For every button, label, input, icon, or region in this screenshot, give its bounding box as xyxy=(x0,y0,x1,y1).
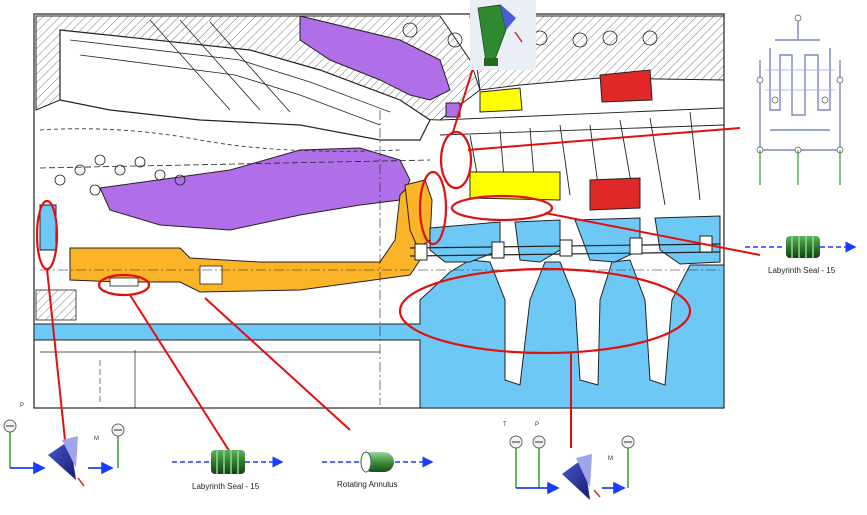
left-gauge-set xyxy=(3,419,125,487)
labyrinth-seal-right-label: Labyrinth Seal - 15 xyxy=(768,266,836,275)
cross-section-drawing xyxy=(33,13,725,409)
callout-rotating-cavity xyxy=(398,267,692,355)
gauge-letter-m-right: M xyxy=(608,456,613,462)
callout-ellipses xyxy=(35,130,692,355)
preswirl-nozzle-icon xyxy=(470,0,536,70)
right-gauge-set xyxy=(509,435,635,500)
labyrinth-seal-bottom-label: Labyrinth Seal - 15 xyxy=(192,482,260,491)
rotating-annulus-label: Rotating Annulus xyxy=(337,480,398,489)
gauge-letter-m-left: M xyxy=(94,436,99,442)
gauge-letter-t-right: T xyxy=(503,422,507,428)
flow-network-thumbnail xyxy=(742,14,862,192)
leader-lines xyxy=(46,19,761,461)
callout-labyrinth-rotor xyxy=(450,194,554,222)
labyrinth-seal-bottom-icon xyxy=(172,450,284,474)
gauge-letter-p-right: P xyxy=(535,422,540,428)
labyrinth-seal-right-icon xyxy=(745,236,857,258)
callout-front-seal xyxy=(418,170,448,246)
rotating-annulus-icon xyxy=(322,451,434,473)
gauge-letter-p-left: P xyxy=(20,403,25,409)
callout-labyrinth-shaft xyxy=(97,273,151,297)
callout-preswirl xyxy=(439,130,473,190)
